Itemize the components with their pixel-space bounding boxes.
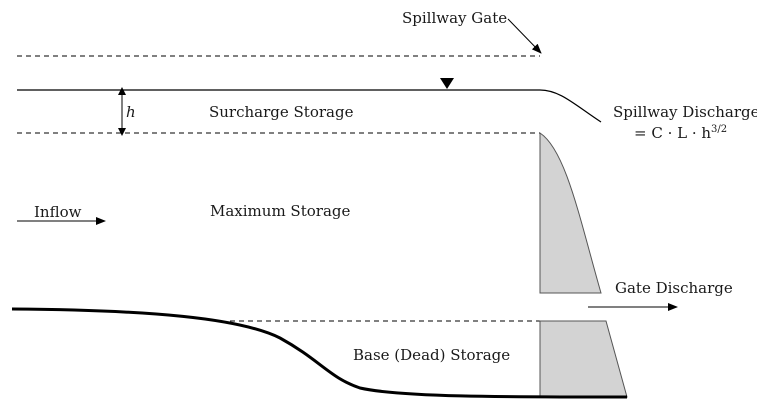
h-label: h <box>126 103 136 121</box>
spillway-gate-label: Spillway Gate <box>402 9 508 27</box>
spillway-discharge-label: Spillway Discharge <box>613 103 757 121</box>
upper-gate-shape <box>539 132 602 294</box>
base-storage-label: Base (Dead) Storage <box>353 346 511 364</box>
water-level-marker <box>440 78 454 89</box>
gate-discharge-label: Gate Discharge <box>615 279 733 297</box>
spillway-gate-arrow <box>507 18 542 54</box>
spillway-formula-exponent: 3/2 <box>711 124 728 135</box>
surcharge-storage-label: Surcharge Storage <box>209 103 354 121</box>
reservoir-bed-line <box>11 307 628 399</box>
water-surface-line <box>17 89 602 123</box>
maximum-storage-label: Maximum Storage <box>210 202 351 220</box>
inflow-label: Inflow <box>34 203 82 221</box>
lower-dam-shape <box>539 320 628 398</box>
spillway-formula-label: = C · L · h3/2 <box>634 124 728 142</box>
